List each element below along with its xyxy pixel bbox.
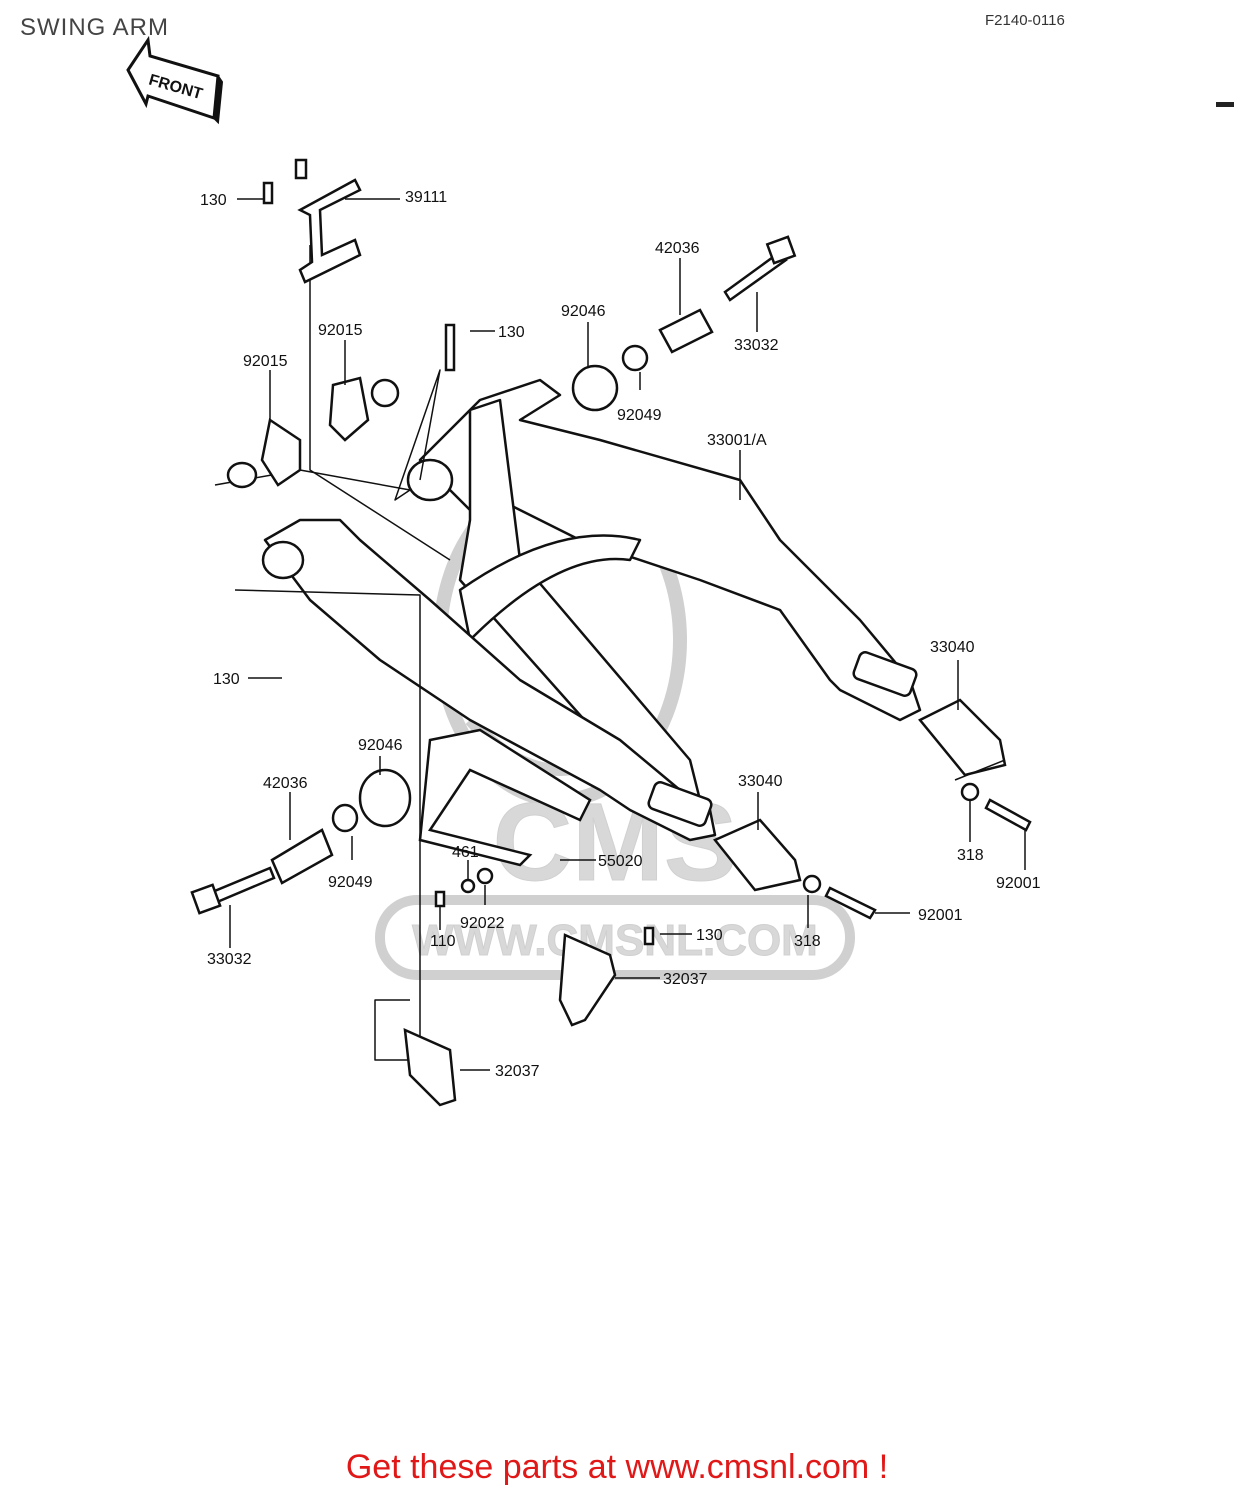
small-parts <box>190 158 1032 1107</box>
washer-a <box>370 378 400 408</box>
part-label: 55020 <box>598 853 643 870</box>
part-label: 318 <box>794 933 821 950</box>
part-label: 33040 <box>738 773 783 790</box>
plate-92015-b <box>260 417 302 487</box>
part-labels: 130 39111 42036 92046 130 33032 92015 92… <box>200 189 1041 1080</box>
bolt-130-left <box>262 181 274 205</box>
chain-guard-55020 <box>418 728 592 867</box>
page-title: SWING ARM <box>20 14 170 41</box>
part-label: 32037 <box>495 1063 540 1080</box>
washer-b <box>226 461 258 489</box>
part-label: 33032 <box>734 337 779 354</box>
part-label: 32037 <box>663 971 708 988</box>
watermark-url: WWW.CMSNL.COM <box>412 916 818 965</box>
part-label: 318 <box>957 847 984 864</box>
washer-92049-lower <box>331 803 359 833</box>
bushing-92046-upper <box>571 364 619 412</box>
get-parts-link[interactable]: Get these parts at www.cmsnl.com ! <box>345 1448 889 1486</box>
spacer-42036-lower <box>270 828 334 885</box>
figure-code: F2140-0116 <box>985 12 1065 29</box>
part-label: 92046 <box>358 737 403 754</box>
part-label: 39111 <box>405 189 447 206</box>
part-label: 92049 <box>617 407 662 424</box>
part-label: 92001 <box>918 907 963 924</box>
part-label: 92046 <box>561 303 606 320</box>
part-label: 33001/A <box>707 432 767 449</box>
part-label: 130 <box>213 671 240 688</box>
plate-92015-a <box>328 376 370 442</box>
part-label: 130 <box>200 192 227 209</box>
bolt-130-top <box>294 158 308 180</box>
bracket-32037-lower <box>403 1027 457 1107</box>
part-label: 461 <box>452 844 479 861</box>
bracket-39111 <box>297 178 362 284</box>
part-label: 92022 <box>460 915 505 932</box>
part-label: 42036 <box>655 240 700 257</box>
part-label: 33040 <box>930 639 975 656</box>
part-label: 92015 <box>318 322 363 339</box>
part-label: 92001 <box>996 875 1041 892</box>
spacer-42036-upper <box>658 308 714 354</box>
bracket-32037-upper <box>558 933 617 1027</box>
part-label: 130 <box>696 927 723 944</box>
part-label: 92049 <box>328 874 373 891</box>
corner-mark <box>1216 102 1234 107</box>
part-label: 110 <box>430 933 456 950</box>
part-label: 92015 <box>243 353 288 370</box>
leader-lines <box>229 198 1026 1071</box>
swing-arm-body <box>214 245 922 1061</box>
part-label: 130 <box>498 324 525 341</box>
washer-92049-upper <box>621 344 649 372</box>
part-label: 42036 <box>263 775 308 792</box>
adjuster-33040-right <box>918 698 1007 777</box>
part-label: 33032 <box>207 951 252 968</box>
front-arrow: FRONT <box>126 35 224 125</box>
bushing-92046-lower <box>358 768 412 828</box>
bolt-130-center <box>444 323 456 372</box>
adjuster-33040-left <box>713 818 802 892</box>
swing-arm-diagram: CMS WWW.CMSNL.COM FRONT <box>126 35 1041 1107</box>
